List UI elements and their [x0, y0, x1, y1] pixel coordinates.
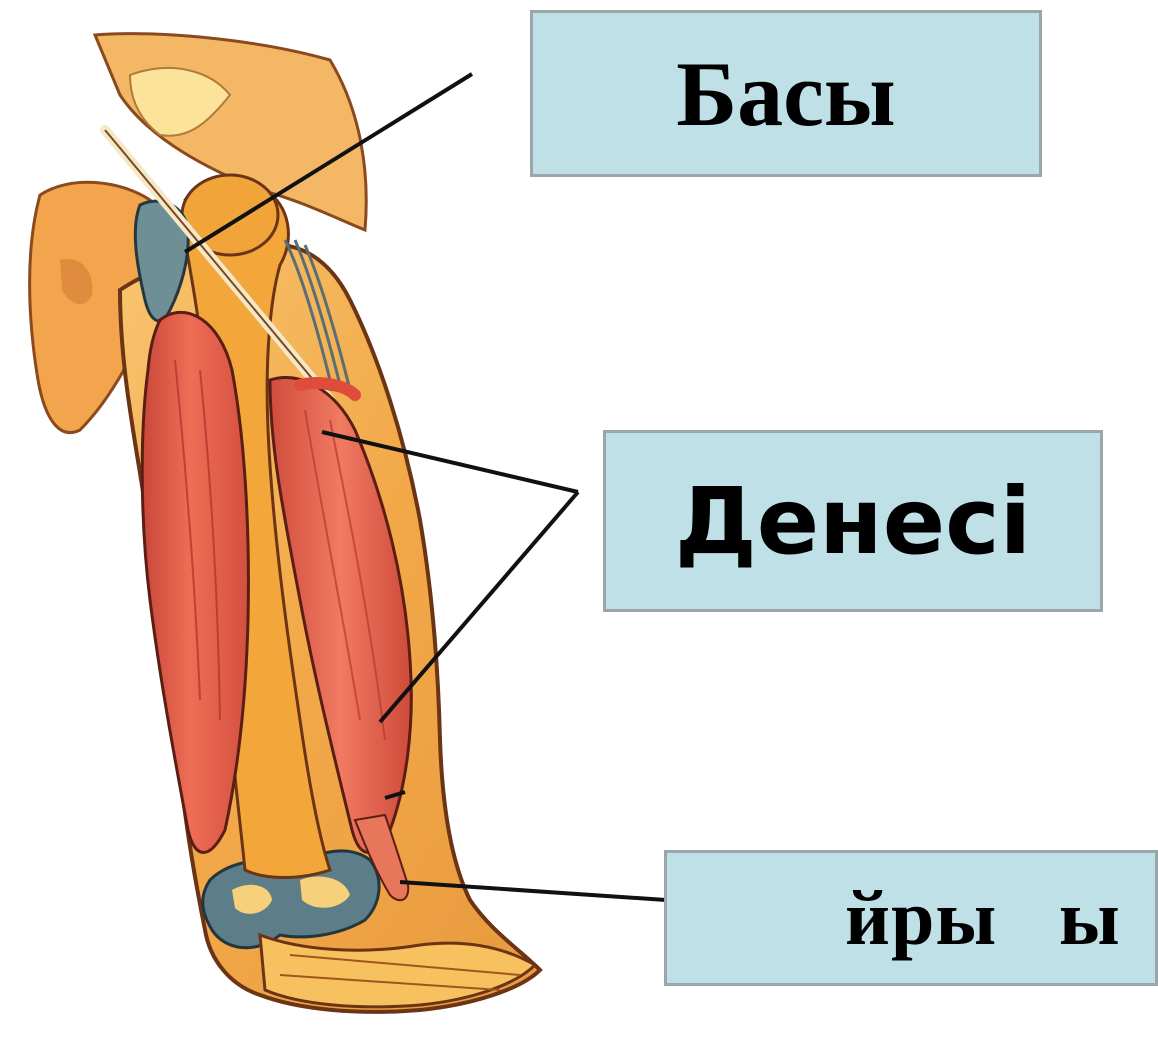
label-body: Денесі — [675, 468, 1031, 575]
label-head: Басы — [676, 41, 896, 147]
label-tail-box:  йрыы — [664, 850, 1158, 986]
left-muscle — [142, 312, 248, 852]
label-body-box: Денесі — [603, 430, 1103, 612]
label-head-box: Басы — [530, 10, 1042, 177]
label-tail:  йрыы — [701, 873, 1121, 963]
